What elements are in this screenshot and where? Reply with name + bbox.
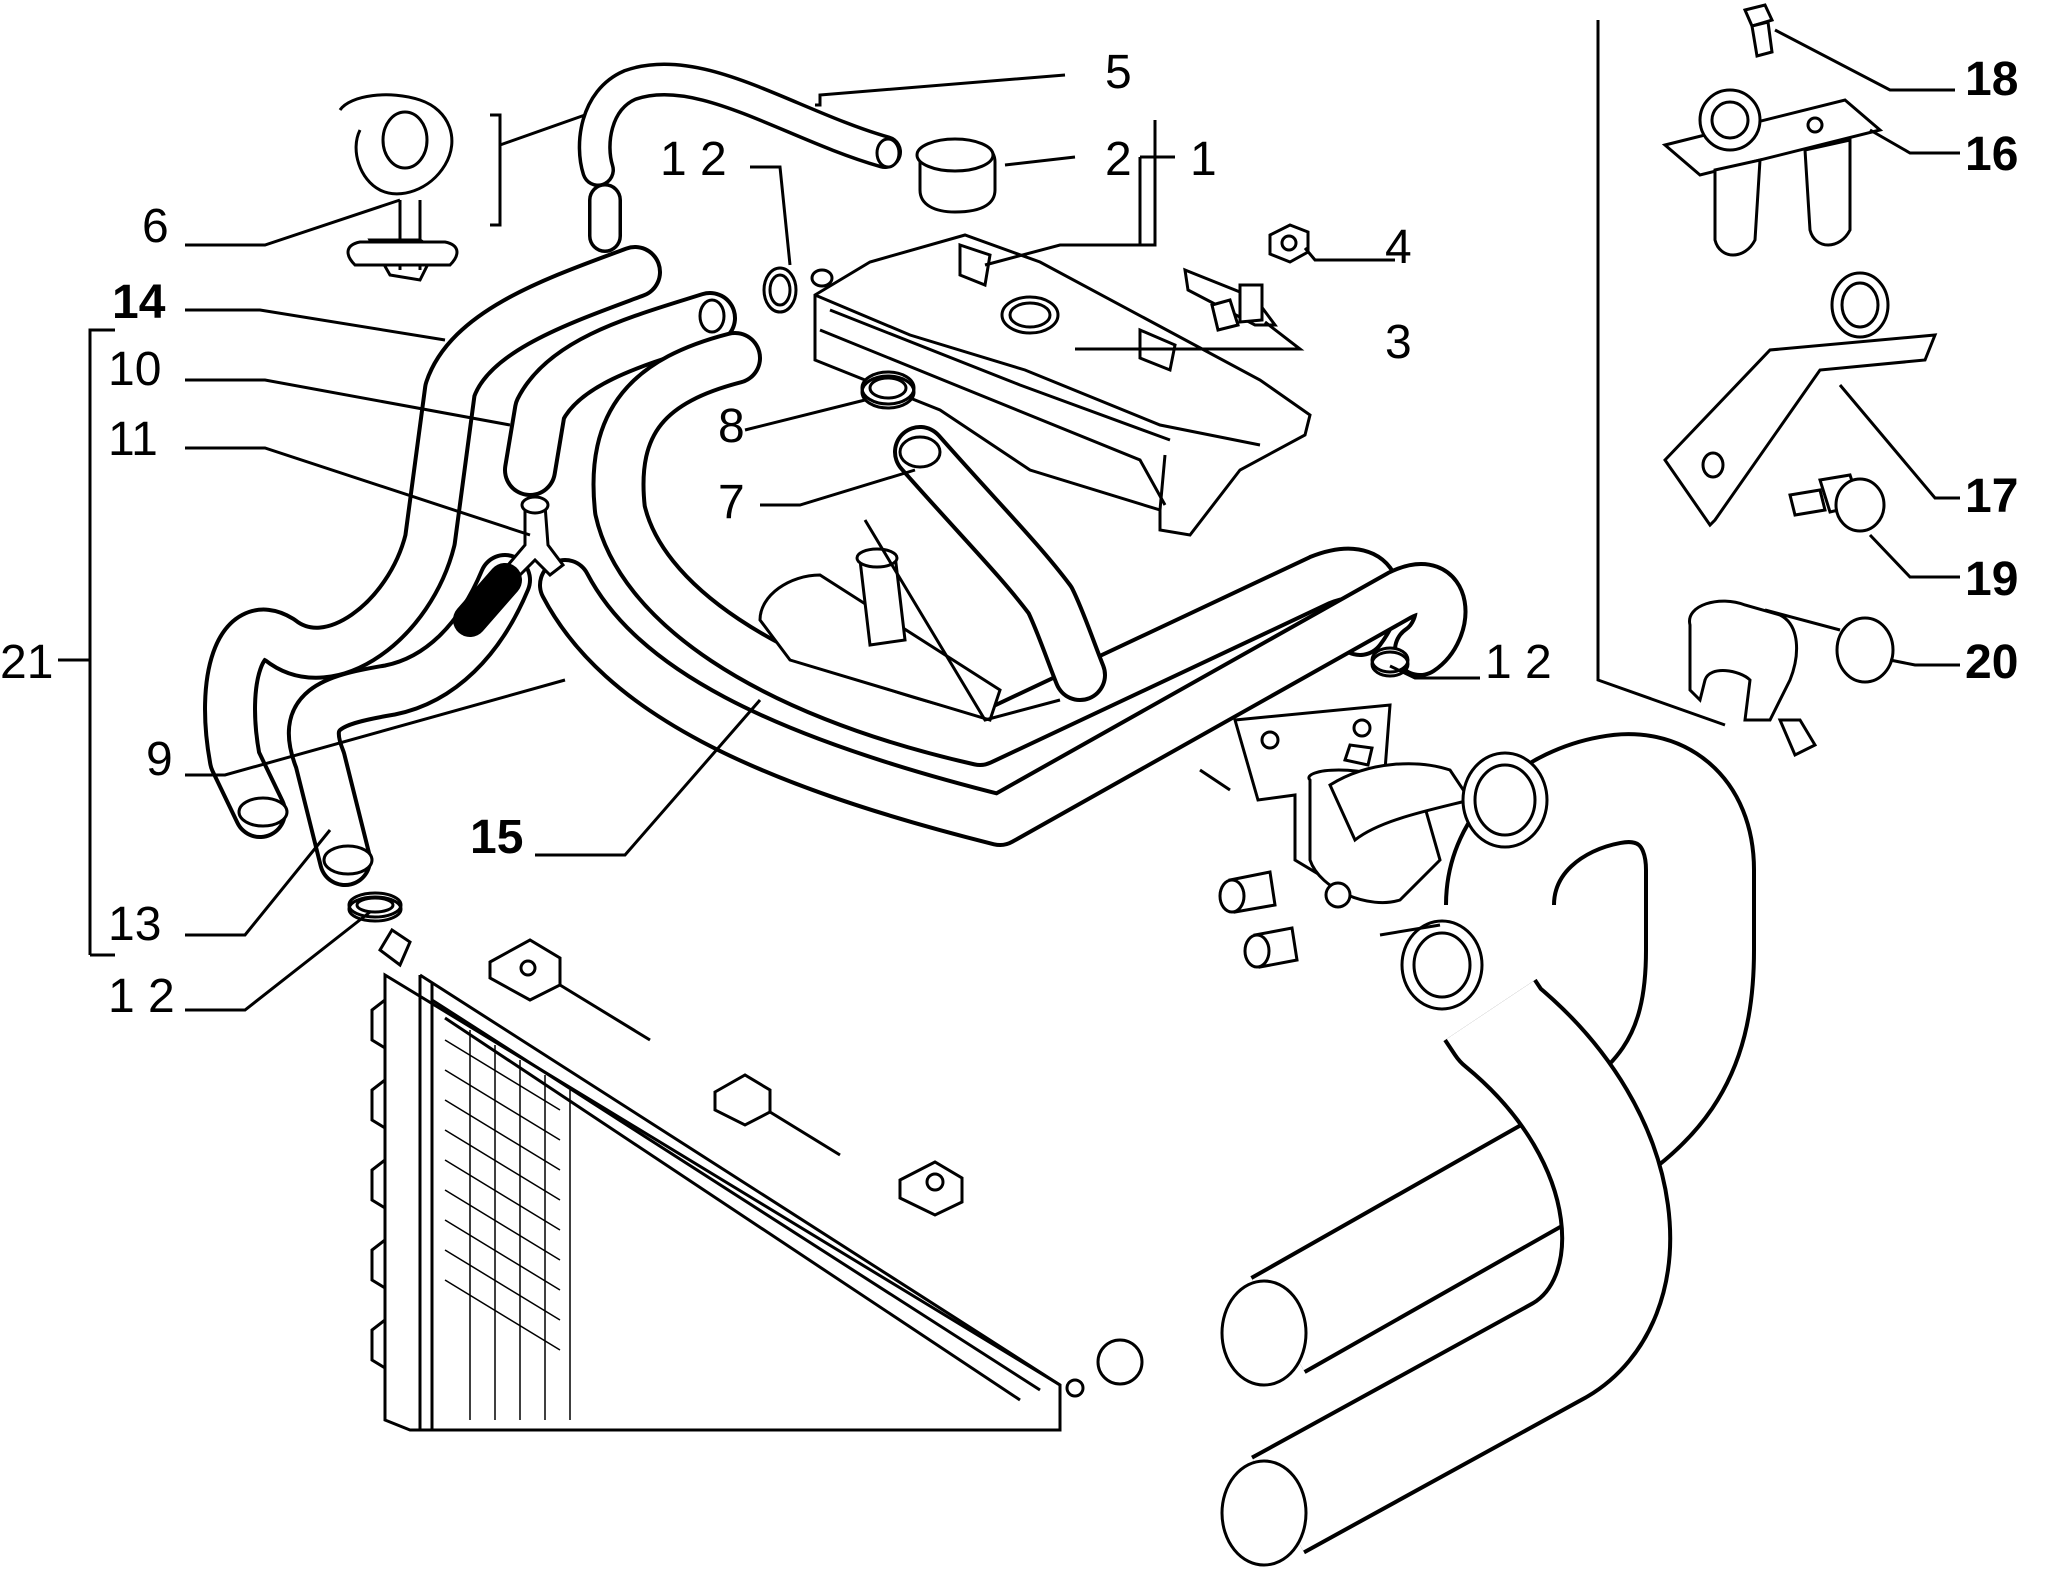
nut-4	[1268, 223, 1310, 264]
callout-18: 18	[1965, 53, 2018, 106]
callout-11: 11	[108, 413, 158, 466]
water-pipe-flange	[758, 519, 1061, 722]
thermostat-housing	[1199, 703, 1549, 1011]
callout-16: 16	[1965, 128, 2018, 181]
callout-12-left: 1 2	[108, 970, 175, 1023]
radiator	[370, 927, 1144, 1432]
large-radiator-hose	[1220, 732, 1756, 1567]
hose-10	[503, 291, 737, 497]
bracket-16	[1661, 88, 1884, 257]
inset-frame	[1596, 20, 1726, 727]
callout-21: 21	[0, 636, 53, 689]
callout-10: 10	[108, 343, 161, 396]
callout-1: 1	[1190, 133, 1217, 186]
hose-14	[203, 245, 662, 839]
bracket-3	[1183, 267, 1278, 332]
callout-2: 2	[1105, 133, 1132, 186]
callout-15: 15	[470, 811, 523, 864]
callout-17: 17	[1965, 470, 2018, 523]
bracket-17	[1663, 271, 1938, 528]
clip-6	[338, 93, 459, 282]
clamp-8	[860, 370, 916, 410]
hose-7	[893, 425, 1107, 702]
callout-19: 19	[1965, 553, 2018, 606]
screw-18	[1742, 3, 1775, 58]
callout-7: 7	[718, 476, 745, 529]
leader-lines	[58, 28, 1960, 1012]
clamp-12-right	[1370, 646, 1410, 678]
callout-4: 4	[1385, 221, 1412, 274]
callout-labels: 5 2 1 4 3 1 2 8 7 6 14 10 11 21 9 13 1 2…	[0, 46, 2018, 1023]
clamp-12-top	[762, 266, 798, 314]
callout-3: 3	[1385, 316, 1412, 369]
hose-9	[453, 563, 522, 637]
callout-12-right: 1 2	[1485, 636, 1552, 689]
callout-9: 9	[146, 733, 173, 786]
expansion-tank	[810, 233, 1312, 537]
callout-6: 6	[142, 200, 169, 253]
callout-8: 8	[718, 400, 745, 453]
callout-5: 5	[1105, 46, 1132, 99]
y-connector-11	[505, 495, 566, 578]
hose-15-lower	[538, 558, 1468, 847]
hose-15-upper	[591, 331, 1401, 767]
callout-20: 20	[1965, 636, 2018, 689]
callout-13: 13	[108, 898, 161, 951]
bolt-19	[1788, 473, 1886, 533]
clip-20	[1688, 599, 1895, 758]
hose-5	[577, 62, 902, 253]
callout-14: 14	[112, 276, 166, 329]
callout-12-top: 1 2	[660, 133, 727, 186]
clamp-12-left	[347, 891, 403, 923]
cap-2	[915, 137, 997, 214]
